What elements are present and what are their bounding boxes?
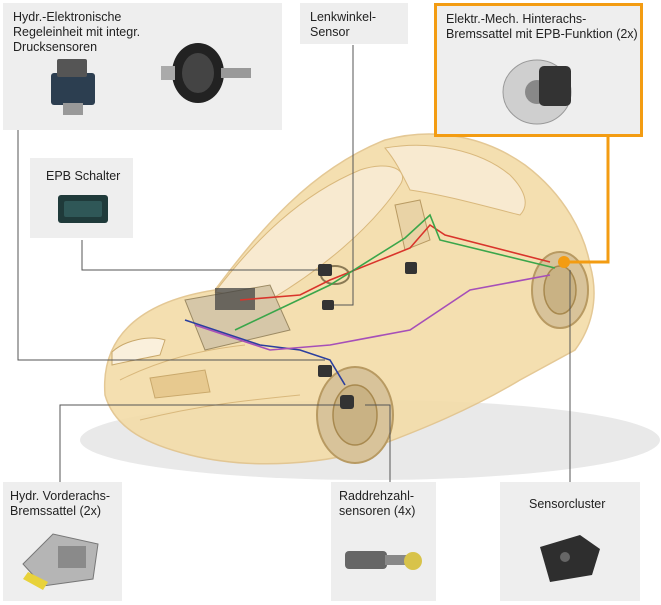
epb-switch-label: EPB Schalter [46,169,121,183]
hydraulic-unit-image [51,59,95,115]
rear-caliper-label: Elektr.-Mech. Hinterachs- Bremssattel mi… [446,12,638,41]
wheel-speed-label: Raddrehzahl- sensoren (4x) [339,489,416,518]
brake-line-green [234,213,556,331]
front-caliper-image [22,533,99,590]
epb-switch-image [58,195,108,223]
sensor-cluster-marker [405,262,417,274]
hydraulic-unit-box: Hydr.-Elektronische Regeleinheit mit int… [3,3,282,130]
brake-line-red [239,223,551,301]
brake-line-blue [184,319,346,386]
epb-switch-marker [322,300,334,310]
component-markers [318,262,417,409]
front-caliper-box: Hydr. Vorderachs- Bremssattel (2x) [3,482,122,601]
sensor-cluster-image [540,535,600,582]
wheel-speed-sensor-image [345,551,422,570]
steering-sensor-marker [318,264,332,276]
leader-wheel-speed [365,404,391,482]
sensor-cluster-label: Sensorcluster [529,497,606,511]
car-illustration [80,133,660,480]
hydraulic-unit-marker [318,365,332,377]
leader-hydraulic-unit [17,130,325,361]
leader-front-caliper [59,404,340,482]
rear-caliper-image [502,59,572,125]
front-caliper-label: Hydr. Vorderachs- Bremssattel (2x) [10,489,111,518]
front-caliper-marker [340,395,354,409]
wheel-speed-box: Raddrehzahl- sensoren (4x) [331,482,436,601]
brake-lines [184,213,556,386]
leader-lines [17,45,571,482]
leader-steering-sensor [328,45,354,306]
rear-caliper-box: Elektr.-Mech. Hinterachs- Bremssattel mi… [434,3,643,137]
leader-epb-switch [81,240,325,271]
steering-sensor-label: Lenkwinkel- Sensor [310,10,377,39]
brake-line-purple [194,274,551,351]
steering-sensor-box: Lenkwinkel- Sensor [300,3,408,44]
rear-caliper-marker [558,256,570,268]
hydraulic-unit-label: Hydr.-Elektronische Regeleinheit mit int… [13,10,141,54]
epb-switch-box: EPB Schalter [30,158,133,238]
sensor-cluster-box: Sensorcluster [500,482,640,601]
leader-rear-caliper [566,136,610,264]
brake-booster-image [161,43,251,103]
